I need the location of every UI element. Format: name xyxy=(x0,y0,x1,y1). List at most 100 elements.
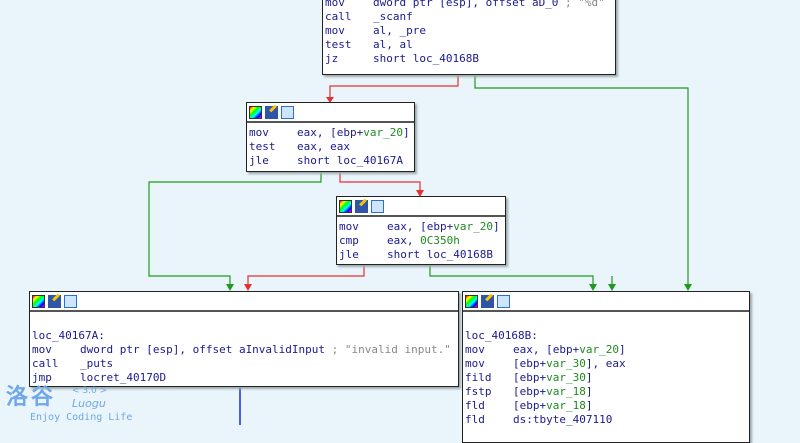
mnemonic: jle xyxy=(339,248,359,261)
instruction-line[interactable]: fild[ebp+var_30] xyxy=(465,371,747,385)
arrow-head xyxy=(684,284,692,291)
variable: var_30 xyxy=(546,371,586,384)
color-picker-icon[interactable] xyxy=(32,294,45,308)
instruction-line[interactable]: mov[ebp+var_30], eax xyxy=(465,357,747,371)
edge-false xyxy=(247,263,365,286)
color-picker-icon[interactable] xyxy=(465,294,478,308)
mnemonic: jz xyxy=(325,52,339,65)
watermark-brand: Luogu xyxy=(72,397,106,410)
variable: var_20 xyxy=(453,220,493,233)
color-picker-icon[interactable] xyxy=(249,105,262,119)
operand: [ebp+ xyxy=(513,385,547,398)
instruction-line[interactable]: mov dword ptr [esp], offset aInvalidInput… xyxy=(32,343,456,357)
operand: ds:tbyte_407110 xyxy=(513,413,613,426)
operand: eax, [ebp+ xyxy=(387,220,454,233)
operand: locret_40170D xyxy=(80,371,167,384)
watermark-version: < 3.0 > xyxy=(72,386,108,396)
mnemonic: fld xyxy=(465,413,485,426)
mnemonic: mov xyxy=(325,24,345,37)
graph-view-icon[interactable] xyxy=(281,105,294,119)
variable: var_18 xyxy=(546,385,586,398)
instruction-line[interactable]: mov dword ptr [esp], offset aD_0 ; "%d" xyxy=(325,0,613,10)
edge-true xyxy=(148,170,322,286)
edit-icon[interactable] xyxy=(481,294,494,308)
arrow-head xyxy=(226,284,234,291)
mnemonic: test xyxy=(249,140,276,153)
instruction-line[interactable]: jle short loc_40167A xyxy=(249,154,412,168)
instruction-line[interactable]: call_puts xyxy=(32,357,456,371)
instruction-line[interactable]: fld[ebp+var_18] xyxy=(465,399,747,413)
mnemonic: mov xyxy=(465,343,485,356)
edit-icon[interactable] xyxy=(355,199,368,213)
arrow-head xyxy=(326,97,334,103)
mnemonic: mov xyxy=(249,126,269,139)
edge-false xyxy=(329,73,459,98)
graph-view-icon[interactable] xyxy=(497,294,510,308)
code-block[interactable]: loc_40167A:mov dword ptr [esp], offset aI… xyxy=(29,291,459,387)
mnemonic: call xyxy=(325,10,352,23)
operand: eax, [ebp+ xyxy=(513,343,580,356)
color-picker-icon[interactable] xyxy=(339,199,352,213)
operand-tail: ], eax xyxy=(585,357,626,370)
operand: dword ptr [esp], offset aInvalidInput xyxy=(80,343,326,356)
arrow-head xyxy=(589,284,597,291)
operand: [ebp+ xyxy=(513,399,547,412)
arrow-head xyxy=(416,190,424,197)
operand-tail: ] xyxy=(585,385,593,398)
edit-icon[interactable] xyxy=(48,294,61,308)
operand: dword ptr [esp], offset aD_0 xyxy=(373,0,559,9)
mnemonic: jle xyxy=(249,154,269,167)
operand: al, _pre xyxy=(373,24,426,37)
operand: eax, [ebp+ xyxy=(297,126,364,139)
block-label[interactable]: loc_40168B: xyxy=(465,329,538,342)
instruction-line[interactable]: mov al, _pre xyxy=(325,24,613,38)
watermark-logo: 洛谷 xyxy=(6,385,57,410)
operand: [ebp+ xyxy=(513,371,547,384)
operand: short loc_40167A xyxy=(297,154,403,167)
comment: ; "invalid input." xyxy=(325,343,451,356)
instruction-line[interactable]: call _scanf xyxy=(325,10,613,24)
operand-tail: ] xyxy=(492,220,500,233)
variable: var_20 xyxy=(579,343,619,356)
graph-view-icon[interactable] xyxy=(64,294,77,308)
variable: var_20 xyxy=(363,126,403,139)
instruction-line[interactable]: fstp [ebp+var_18] xyxy=(465,385,747,399)
mnemonic: mov xyxy=(325,0,345,9)
mnemonic: call xyxy=(32,357,59,370)
operand: _scanf xyxy=(373,10,413,23)
instruction-line[interactable]: mov eax, [ebp+var_20] xyxy=(339,220,503,234)
edge-true xyxy=(429,263,594,286)
mnemonic: mov xyxy=(465,357,485,370)
operand: eax, xyxy=(387,234,421,247)
instruction-line[interactable]: fld ds:tbyte_407110 xyxy=(465,413,747,427)
arrow-head xyxy=(608,284,616,291)
edit-icon[interactable] xyxy=(265,105,278,119)
operand-tail: ] xyxy=(585,399,593,412)
mnemonic: mov xyxy=(32,343,52,356)
operand: short loc_40168B xyxy=(373,52,479,65)
arrow-head xyxy=(244,284,252,291)
mnemonic: mov xyxy=(339,220,359,233)
mnemonic: fild xyxy=(465,371,492,384)
watermark-slogan: Enjoy Coding Life xyxy=(30,412,133,423)
graph-view-icon[interactable] xyxy=(371,199,384,213)
mnemonic: cmp xyxy=(339,234,359,247)
variable: var_30 xyxy=(546,357,586,370)
block-label[interactable]: loc_40167A: xyxy=(32,329,105,342)
mnemonic: fstp xyxy=(465,385,492,398)
instruction-line[interactable]: jz short loc_40168B xyxy=(325,52,613,66)
comment: ; "%d" xyxy=(558,0,605,9)
edge-true xyxy=(474,73,689,286)
operand: al, al xyxy=(373,38,413,51)
